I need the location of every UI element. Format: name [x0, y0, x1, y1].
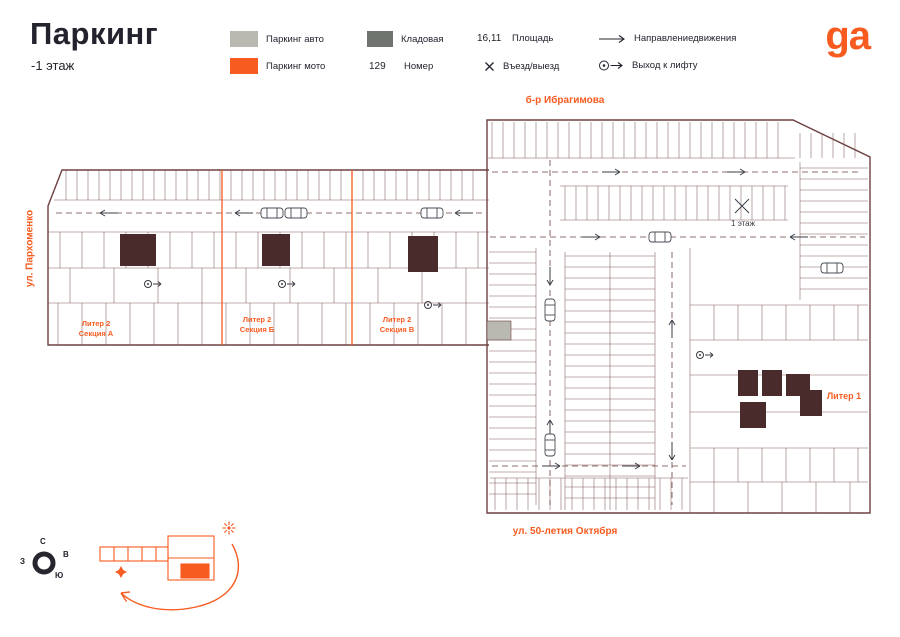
legend-label: Выход к лифту: [632, 60, 698, 71]
plan-symbols: [144, 198, 750, 359]
drive-lanes: [56, 160, 865, 505]
legend-label: Номер: [404, 61, 434, 72]
minimap: [99, 535, 215, 581]
section-v-label: Литер 2 Секция В: [379, 315, 415, 334]
street-top: б-р Ибрагимова: [525, 95, 605, 106]
compass-west: З: [20, 557, 26, 566]
legend-storage: Кладовая: [367, 31, 444, 47]
sun-icon: [222, 521, 236, 535]
legend-label: Въезд/выезд: [503, 61, 560, 72]
highlighted-auto-stall: [486, 320, 512, 341]
lift-exit-icon: [599, 60, 623, 71]
legend-lift-exit: Выход к лифту: [598, 59, 698, 72]
logo-ga: ga: [825, 14, 871, 58]
section-dividers: [221, 170, 353, 345]
legend-label: Паркинг мото: [266, 60, 326, 72]
section-b-label: Литер 2 Секция Б: [239, 315, 275, 334]
legend-parking-auto: Паркинг авто: [230, 31, 324, 47]
legend-label: Кладовая: [401, 33, 444, 45]
stair-cores: [120, 234, 822, 428]
legend-label: Паркинг авто: [266, 33, 324, 45]
legend-area: 16,11 Площадь: [477, 33, 553, 44]
street-bottom: ул. 50-летия Октября: [512, 526, 618, 537]
walls: [47, 119, 871, 514]
sparkle-icon: [115, 566, 127, 578]
page-title: Паркинг: [30, 16, 159, 51]
legend-number-value: 129: [369, 61, 386, 72]
partitions: [48, 122, 868, 513]
legend-label: Направлениедвижения: [634, 33, 737, 44]
direction-arrows: [99, 168, 808, 470]
street-left: ул. Пархоменко: [24, 209, 36, 288]
floor1-exit-label: 1 этаж: [731, 219, 755, 228]
entry-exit-icon: [485, 62, 494, 71]
compass-south: Ю: [55, 571, 64, 580]
legend-area-value: 16,11: [477, 33, 502, 44]
compass-ring: [32, 551, 56, 575]
page-subtitle: -1 этаж: [31, 58, 75, 73]
parking-moto-swatch-icon: [230, 58, 258, 74]
legend-parking-moto: Паркинг мото: [230, 58, 325, 74]
storage-swatch-icon: [367, 31, 393, 47]
direction-arrow-icon: [599, 34, 625, 43]
liter1-label: Литер 1: [826, 391, 862, 401]
legend-label: Площадь: [512, 33, 554, 44]
compass-east: В: [63, 550, 69, 559]
section-a-label: Литер 2 Секция А: [78, 319, 114, 338]
legend-direction: Направлениедвижения: [598, 33, 736, 44]
legend-number: 129 Номер: [369, 61, 433, 72]
parking-auto-swatch-icon: [230, 31, 258, 47]
rotation-arrow: [120, 543, 240, 611]
compass-north: С: [40, 537, 46, 546]
car-icons: [260, 207, 844, 457]
legend-entry-exit: Въезд/выезд: [484, 61, 559, 72]
